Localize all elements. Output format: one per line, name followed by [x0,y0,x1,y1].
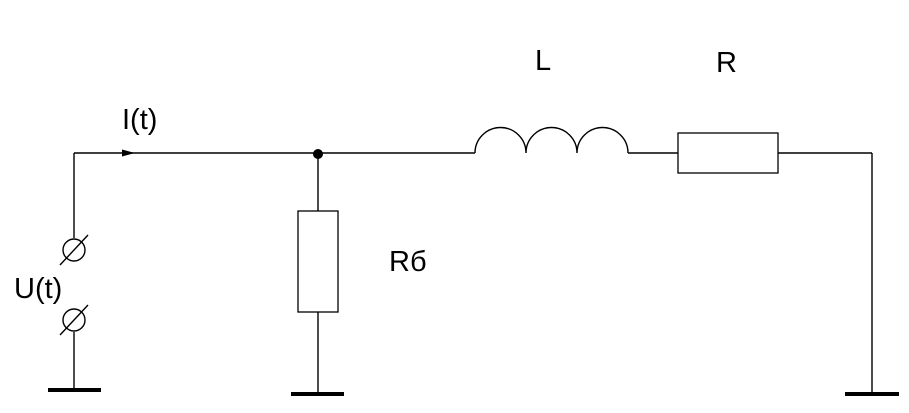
resistor-label: R [716,47,737,79]
shunt-resistor-label: Rб [389,246,427,278]
voltage-label: U(t) [14,273,62,305]
shunt-branch [291,154,344,396]
source-branch [48,153,101,392]
terminal-bottom-icon [59,304,89,336]
inductor-coil [474,126,629,154]
inductor-label: L [535,45,551,77]
resistor-body [677,132,779,174]
current-arrow-icon [122,149,135,157]
shunt-resistor-body [297,210,339,313]
terminal-top-icon [59,234,89,266]
current-label: I(t) [122,104,157,136]
